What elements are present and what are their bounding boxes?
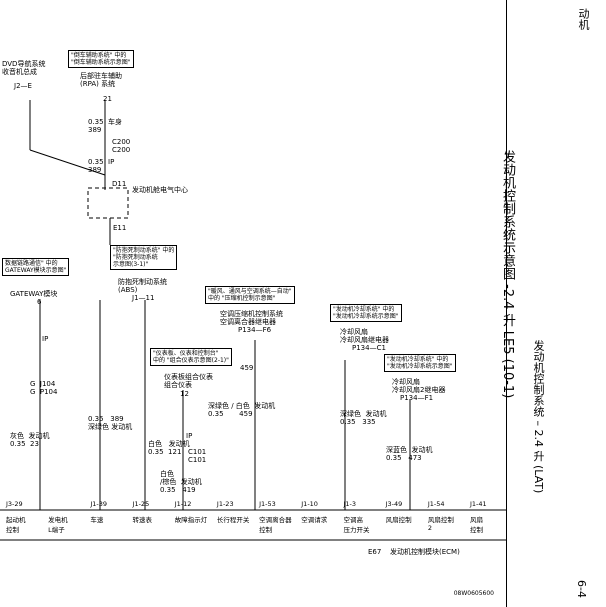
ip-gw: IP [42,335,49,343]
cluster-pin: 12 [180,390,189,398]
cluster-module: 仪表板组合仪表 组合仪表 [164,373,213,389]
gateway-pin: 6 [37,298,42,306]
ac-module: 空调压缩机控制系统 空调离合器继电器 [220,310,283,326]
ecm-pin-function: 长行程开关 [216,516,250,524]
wire-rpa: 0.35 车身 389 [88,118,123,134]
conn-c200b: C200 [112,146,131,154]
gateway-module: GATEWAY模块 [10,290,58,298]
ecm-pin-id: J1-12 [174,500,192,508]
fan2-pin: P134—F1 [400,394,434,402]
ecm-pin-id: J1-41 [470,500,487,508]
ecm-pin-id: J3-29 [6,500,23,508]
engine-center: 发动机舱电气中心 [132,186,188,194]
ecm-connector: E67 [368,548,382,556]
gateway-ref-box: 数据链路通信" 中的 GATEWAY模块示意图" [2,258,70,276]
ecm-pin-function: 车速 [90,516,104,524]
wire-abs: 0.35 389 深绿色 发动机 [88,415,133,431]
ecm-pin-function: 起动机 控制 [6,516,26,534]
wire-white-brown: 白色 /棕色 发动机 0.35 419 [160,470,202,494]
rpa-pin: 21 [103,95,112,103]
ip-cl: IP [186,432,193,440]
edge-title: 动机 [577,8,590,30]
ecm-pin-function: 故障指示灯 [174,516,208,524]
wire-db: 深蓝色 发动机 0.35 473 [386,446,433,462]
page-divider [506,0,507,607]
conn-j104: G J104 G P104 [30,380,58,396]
cluster-ref-box: "仪表板、仪表和控制台" 中的 "组合仪表示意图(2-1)" [150,348,232,366]
fan1-pin: P134—C1 [352,344,386,352]
rpa-module: 后部驻车辅助 (RPA) 系统 [80,72,122,88]
fan1-ref-box: "发动机冷却系统" 中的 "发动机冷却系统示意图" [330,304,402,322]
abs-ref-box: "防抱死制动系统" 中的 "防抱死制动系统 示意图(3-1)" [110,245,178,270]
node-459: 459 [240,364,254,372]
ecm-pin-function: 空调请求 [301,516,328,524]
wire-gray: 灰色 发动机 0.35 23 [10,432,50,448]
ecm-pin-function: 风扇 控制 [470,516,483,534]
dvd-pin: J2—E [14,82,32,90]
ecm-pin-id: J1-25 [132,500,150,508]
rpa-ref-box: "倒车辅助系统" 中的 "倒车辅助系统示意图" [68,50,134,68]
conn-c200: C200 [112,138,131,146]
wire-dg-white: 深绿色 / 白色 发动机 0.35 459 [208,402,276,418]
wire-white: 白色 发动机 0.35 121 [148,440,190,456]
wire-ip: 0.35 IP 389 [88,158,115,174]
ecm-pin-function: 发电机 L端子 [48,516,68,534]
fan2-module: 冷却风扇 冷却风扇2继电器 [392,378,446,394]
dvd-module: DVD导航系统 收音机总成 [2,60,46,76]
abs-module: 防抱死制动系统 (ABS) [118,278,167,294]
ecm-pin-function: 转速表 [132,516,153,524]
ecm-module: 发动机控制模块(ECM) [390,548,460,556]
ecm-pin-id: J1-53 [259,500,276,508]
ecm-pin-function: 空调离合器 控制 [259,516,292,534]
conn-c101b: C101 [188,456,207,464]
d11-label: D11 [112,180,127,188]
ecm-pin-id: J1-23 [216,500,234,508]
page-number: 6-4 [575,580,588,598]
ecm-pin-id: J1-3 [343,500,356,508]
conn-c101: C101 [188,448,207,456]
e11-label: E11 [113,224,127,232]
ecm-pin-id: J1-54 [427,500,445,508]
side-title: 发动机控制系统 – 2.4 升 (LAT) [532,340,545,494]
ecm-pin-id: J1-10 [301,500,318,508]
ecm-pin-id: J1-39 [90,500,108,508]
ac-ref-box: "暖风、通风与空调系统—自动" 中的 "压缩机控制示意图" [205,286,295,304]
main-title: 发动机控制系统示意图 -2.4 升 LE5 (10-1) [500,150,515,399]
fan1-module: 冷却风扇 冷却风扇继电器 [340,328,389,344]
wire-dg: 深绿色 发动机 0.35 335 [340,410,387,426]
fan2-ref-box: "发动机冷却系统" 中的 "发动机冷却系统示意图" [384,354,456,372]
abs-pin: J1—11 [132,294,155,302]
ecm-pin-function: 风扇控制 2 [427,516,454,532]
ecm-pin-id: J3-49 [385,500,403,508]
ac-pin: P134—F6 [238,326,272,334]
doc-code: 08W0605600 [453,590,494,597]
ecm-pin-function: 风扇控制 [385,516,412,524]
ecm-pin-function: 空调高 压力开关 [343,516,370,534]
